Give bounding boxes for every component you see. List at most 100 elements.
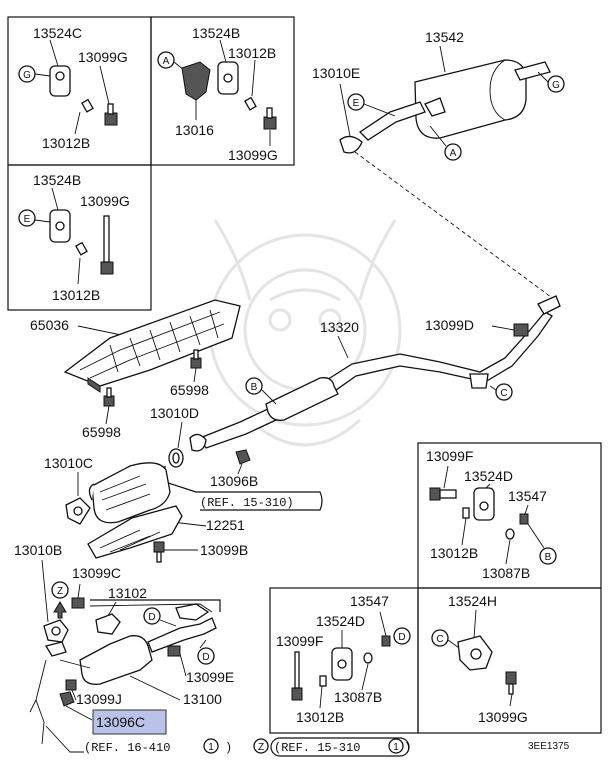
- label-13542: 13542: [425, 29, 464, 45]
- label-65998-b: 65998: [82, 424, 121, 440]
- svg-text:E: E: [353, 98, 360, 109]
- label-13012B-b: 13012B: [228, 45, 276, 61]
- label-13524B-a: 13524B: [192, 25, 240, 41]
- svg-text:G: G: [552, 80, 560, 91]
- bracket-icon: [181, 61, 211, 101]
- bolt-icon-e: [153, 541, 165, 553]
- svg-text:): ): [225, 741, 232, 755]
- callout-E-b: [347, 93, 365, 111]
- label-13099G-a: 13099G: [78, 49, 128, 65]
- svg-text:Z: Z: [258, 742, 264, 753]
- label-13087B-a: 13087B: [482, 565, 530, 581]
- bottom-references: (REF. 16-410 1 ) Z (REF. 15-310 1 ) 3EE1…: [45, 725, 570, 757]
- callout-A-a: [157, 51, 175, 69]
- box-hanger-13524D-a: 13099F 13524D 13547 13012B 13087B B: [417, 442, 602, 589]
- label-13099D: 13099D: [425, 317, 474, 333]
- bolt-icon-g: [167, 645, 181, 657]
- label-13100: 13100: [183, 691, 222, 707]
- label-13010B: 13010B: [14, 542, 62, 558]
- bolt-icon-f: [71, 597, 85, 609]
- nut-icon-c: [235, 449, 251, 465]
- nut-13096B: 13096B (REF. 15-310): [164, 449, 323, 511]
- highlight-13096C[interactable]: 13096C: [65, 705, 167, 735]
- svg-text:D: D: [148, 612, 155, 623]
- tail-pipe: [514, 61, 551, 81]
- callout-C-b: [431, 629, 449, 647]
- diagram-code: 3EE1375: [528, 741, 570, 752]
- callout-G-b: [547, 75, 565, 93]
- svg-text:C: C: [436, 634, 443, 645]
- label-13524B-b: 13524B: [33, 172, 81, 188]
- label-13096B: 13096B: [210, 473, 258, 489]
- callout-Z: [51, 581, 69, 599]
- heat-shield-body: [63, 299, 241, 387]
- label-13099J: 13099J: [76, 691, 122, 707]
- inlet-flange: [339, 135, 363, 154]
- rod-pin-icon: [81, 98, 94, 113]
- svg-text:B: B: [545, 552, 552, 563]
- highlight-box[interactable]: [92, 709, 167, 735]
- front-pipe-13100: [79, 635, 153, 685]
- svg-text:E: E: [24, 214, 31, 225]
- ref-16-410: (REF. 16-410: [84, 741, 170, 755]
- bolt-icon-h: [65, 679, 77, 691]
- label-13012B-a: 13012B: [42, 135, 90, 151]
- label-13547-b: 13547: [350, 593, 389, 609]
- svg-text:D: D: [202, 652, 209, 663]
- label-13099F-a: 13099F: [426, 448, 473, 464]
- ref-15-310-a: (REF. 15-310): [200, 496, 294, 510]
- label-13099F-b: 13099F: [276, 633, 323, 649]
- pipe-hanger-bracket: [469, 373, 489, 389]
- label-12251: 12251: [206, 517, 245, 533]
- front-pipe-area: 13010B 13099C Z 13102 D D 13099E 13099J …: [14, 542, 234, 745]
- rubber-hanger-icon: [49, 65, 71, 97]
- box-hanger-13524D-b: 13547 13524D 13099F 13087B 13012B D: [269, 587, 419, 734]
- arrow-up-icon: [53, 601, 67, 619]
- svg-text:A: A: [163, 56, 170, 67]
- bracket-13102: [95, 613, 121, 635]
- callout-D-c: [393, 627, 411, 645]
- pipe-outlet-flange: [537, 295, 561, 315]
- label-13524H: 13524H: [448, 593, 497, 609]
- callout-C-a: [495, 383, 513, 401]
- label-13102: 13102: [108, 585, 147, 601]
- label-13547-a: 13547: [508, 488, 547, 504]
- box-hanger-13524B-a: 13524B 13012B 13016 13099G A: [150, 16, 295, 166]
- box-hanger-13524H: 13524H 13099G C: [417, 587, 602, 734]
- label-13099E: 13099E: [186, 669, 234, 685]
- label-13087B-b: 13087B: [334, 689, 382, 705]
- gasket-13010D: 13010D: [150, 405, 199, 468]
- pipe-front-flange: [189, 433, 207, 452]
- label-13012B-d: 13012B: [430, 545, 478, 561]
- svg-text:C: C: [500, 388, 507, 399]
- box-hanger-13524B-b: 13524B 13099G 13012B E: [7, 164, 152, 311]
- svg-text:D: D: [398, 632, 405, 643]
- label-13524C: 13524C: [33, 25, 82, 41]
- callout-B-a: [245, 377, 263, 395]
- label-65036: 65036: [30, 317, 69, 333]
- converter-area: 13010C 12251 13099B: [44, 455, 248, 563]
- label-13096C[interactable]: 13096C: [96, 714, 145, 730]
- svg-text:): ): [404, 741, 411, 755]
- center-pipe-13320: 13320 13099D C B: [189, 295, 561, 452]
- label-13010E: 13010E: [312, 65, 360, 81]
- pipe-hanger: [175, 603, 210, 621]
- callout-D-b: [197, 647, 215, 665]
- label-13099B: 13099B: [200, 542, 248, 558]
- muffler-body: [414, 59, 527, 139]
- label-13016: 13016: [175, 122, 214, 138]
- callout-E-a: [18, 209, 36, 227]
- label-13099G-d: 13099G: [478, 709, 528, 725]
- callout-Z-b: [253, 738, 269, 754]
- svg-text:1: 1: [393, 742, 399, 753]
- label-65998-a: 65998: [170, 382, 209, 398]
- label-13010C: 13010C: [44, 455, 93, 471]
- label-13524D-b: 13524D: [316, 613, 365, 629]
- svg-text:Z: Z: [57, 586, 63, 597]
- nut-icon-d: [59, 691, 75, 707]
- box-hanger-13524C: 13524C 13099G 13012B G: [7, 16, 152, 166]
- label-13099G-c: 13099G: [80, 193, 130, 209]
- label-13099G-b: 13099G: [228, 147, 278, 163]
- inlet-pipe: [358, 101, 426, 141]
